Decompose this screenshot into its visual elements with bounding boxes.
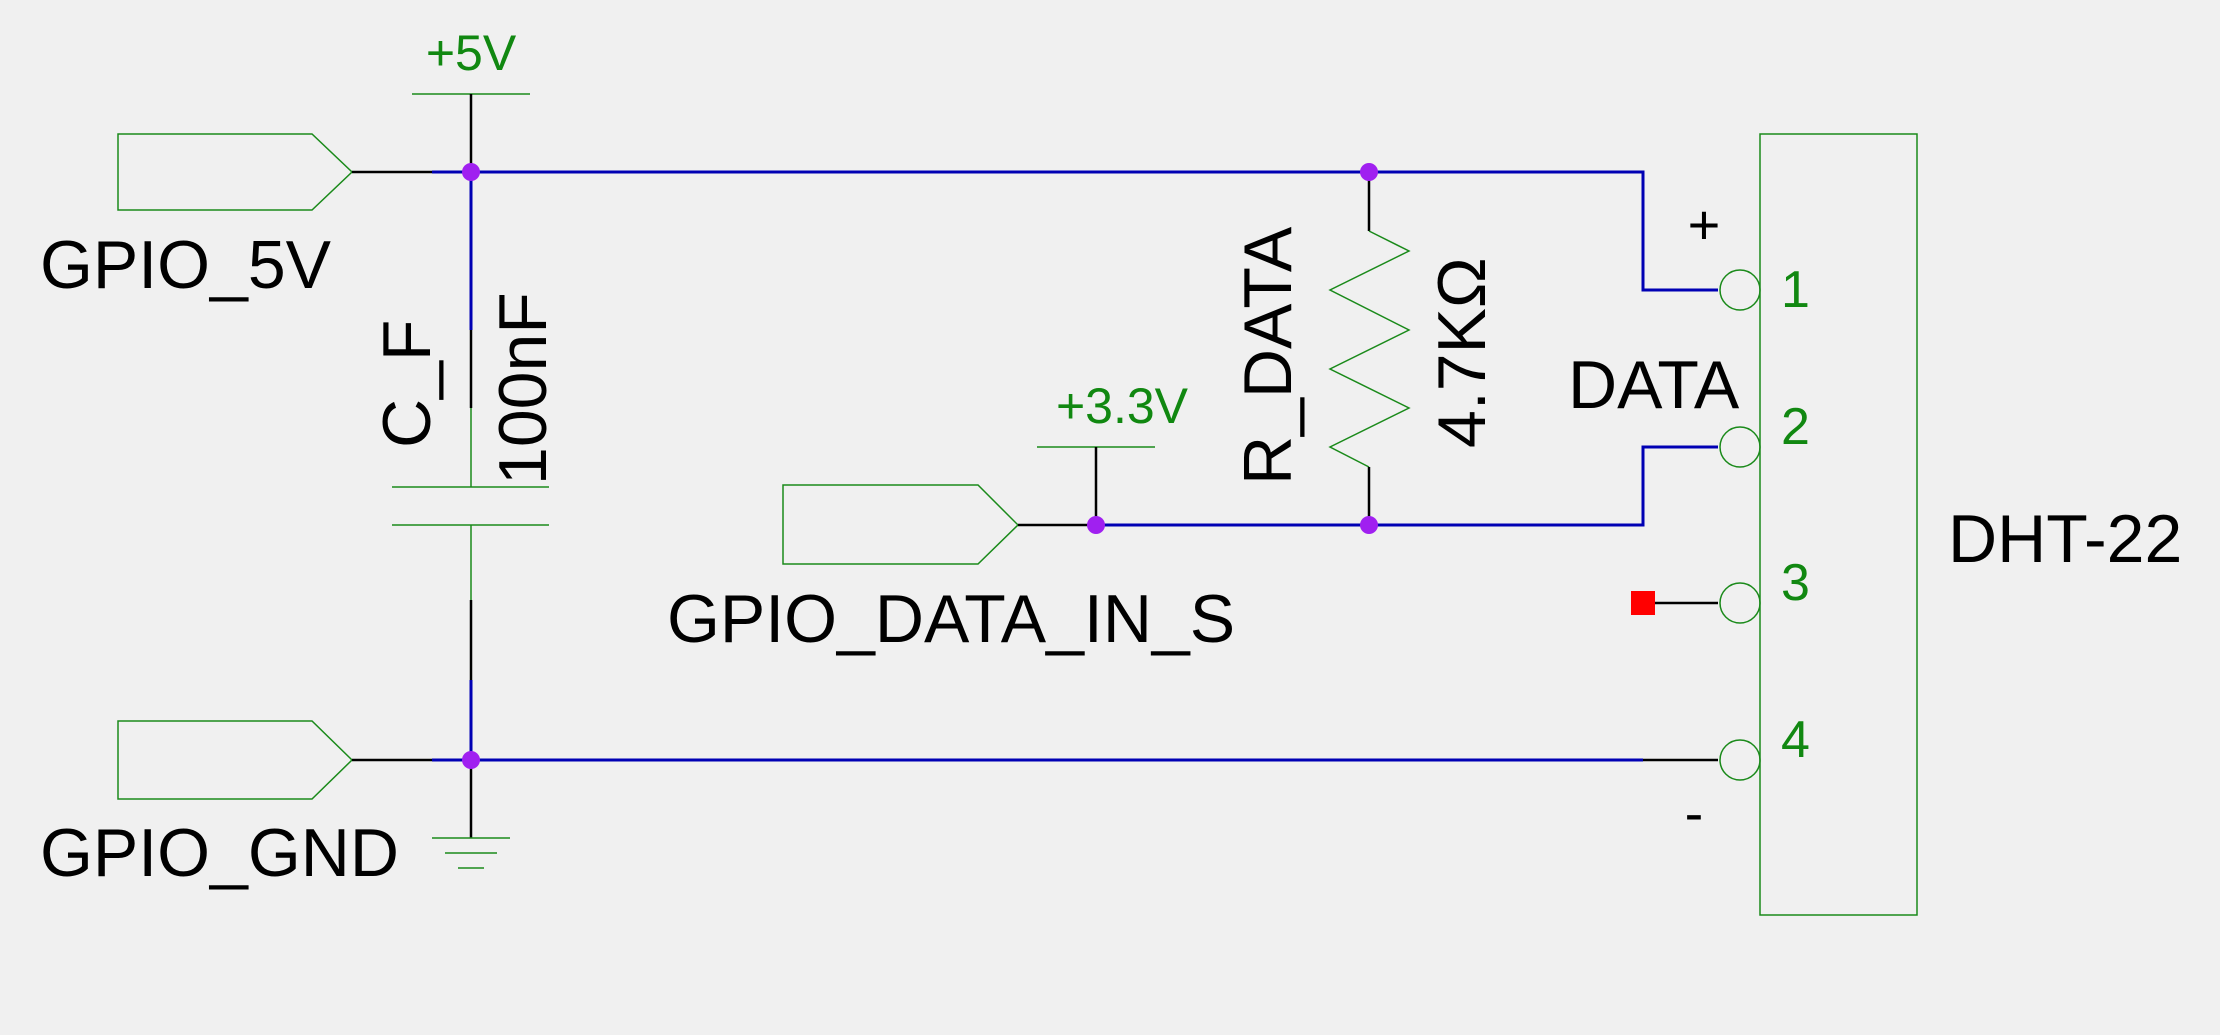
wire-data-line[interactable]	[1096, 445, 1718, 527]
pin-1-number: 1	[1781, 261, 1810, 319]
no-connect-marker	[1631, 591, 1655, 615]
pin-2-number: 2	[1781, 398, 1810, 456]
power-5v-label: +5V	[426, 25, 517, 81]
capacitor-ref: C_F	[369, 320, 445, 448]
power-3v3-label: +3.3V	[1056, 378, 1189, 434]
wire-5v-rail[interactable]	[432, 170, 1718, 292]
port-gpio-data[interactable]: GPIO_DATA_IN_S	[667, 484, 1235, 657]
pin-3[interactable]: 3	[1719, 554, 1810, 624]
capacitor-c-f[interactable]: C_F 100nF	[369, 292, 561, 680]
pin-3-number: 3	[1781, 554, 1810, 612]
sensor-dht22[interactable]: DHT-22 + DATA - 1 2 3 4	[1568, 133, 2182, 916]
junction-data-resistor	[1360, 516, 1378, 534]
pin-4[interactable]: 4	[1719, 711, 1810, 781]
power-5v-symbol[interactable]: +5V	[412, 25, 530, 172]
resistor-value: 4.7KΩ	[1424, 257, 1500, 448]
port-gpio-5v[interactable]: GPIO_5V	[40, 133, 432, 303]
pin-2[interactable]: 2	[1719, 398, 1810, 468]
resistor-r-data[interactable]: R_DATA 4.7KΩ	[1230, 172, 1500, 525]
port-gpio-gnd-label: GPIO_GND	[40, 815, 399, 891]
sensor-name: DHT-22	[1948, 501, 2182, 577]
junction-5v-resistor	[1360, 163, 1378, 181]
pin-4-number: 4	[1781, 711, 1810, 769]
sensor-plus-label: +	[1688, 193, 1721, 256]
pin-1[interactable]: 1	[1719, 261, 1810, 319]
sensor-minus-label: -	[1685, 781, 1704, 844]
ground-symbol[interactable]	[432, 760, 510, 869]
port-gpio-gnd[interactable]: GPIO_GND	[40, 720, 432, 891]
resistor-ref: R_DATA	[1230, 226, 1306, 485]
junction-gnd-port	[462, 751, 480, 769]
port-gpio-5v-label: GPIO_5V	[40, 227, 332, 303]
power-3v3-symbol[interactable]: +3.3V	[1037, 378, 1189, 525]
junction-data-3v3	[1087, 516, 1105, 534]
port-gpio-data-label: GPIO_DATA_IN_S	[667, 581, 1235, 657]
junction-5v-port	[462, 163, 480, 181]
capacitor-value: 100nF	[485, 292, 561, 485]
sensor-data-label: DATA	[1568, 347, 1740, 423]
